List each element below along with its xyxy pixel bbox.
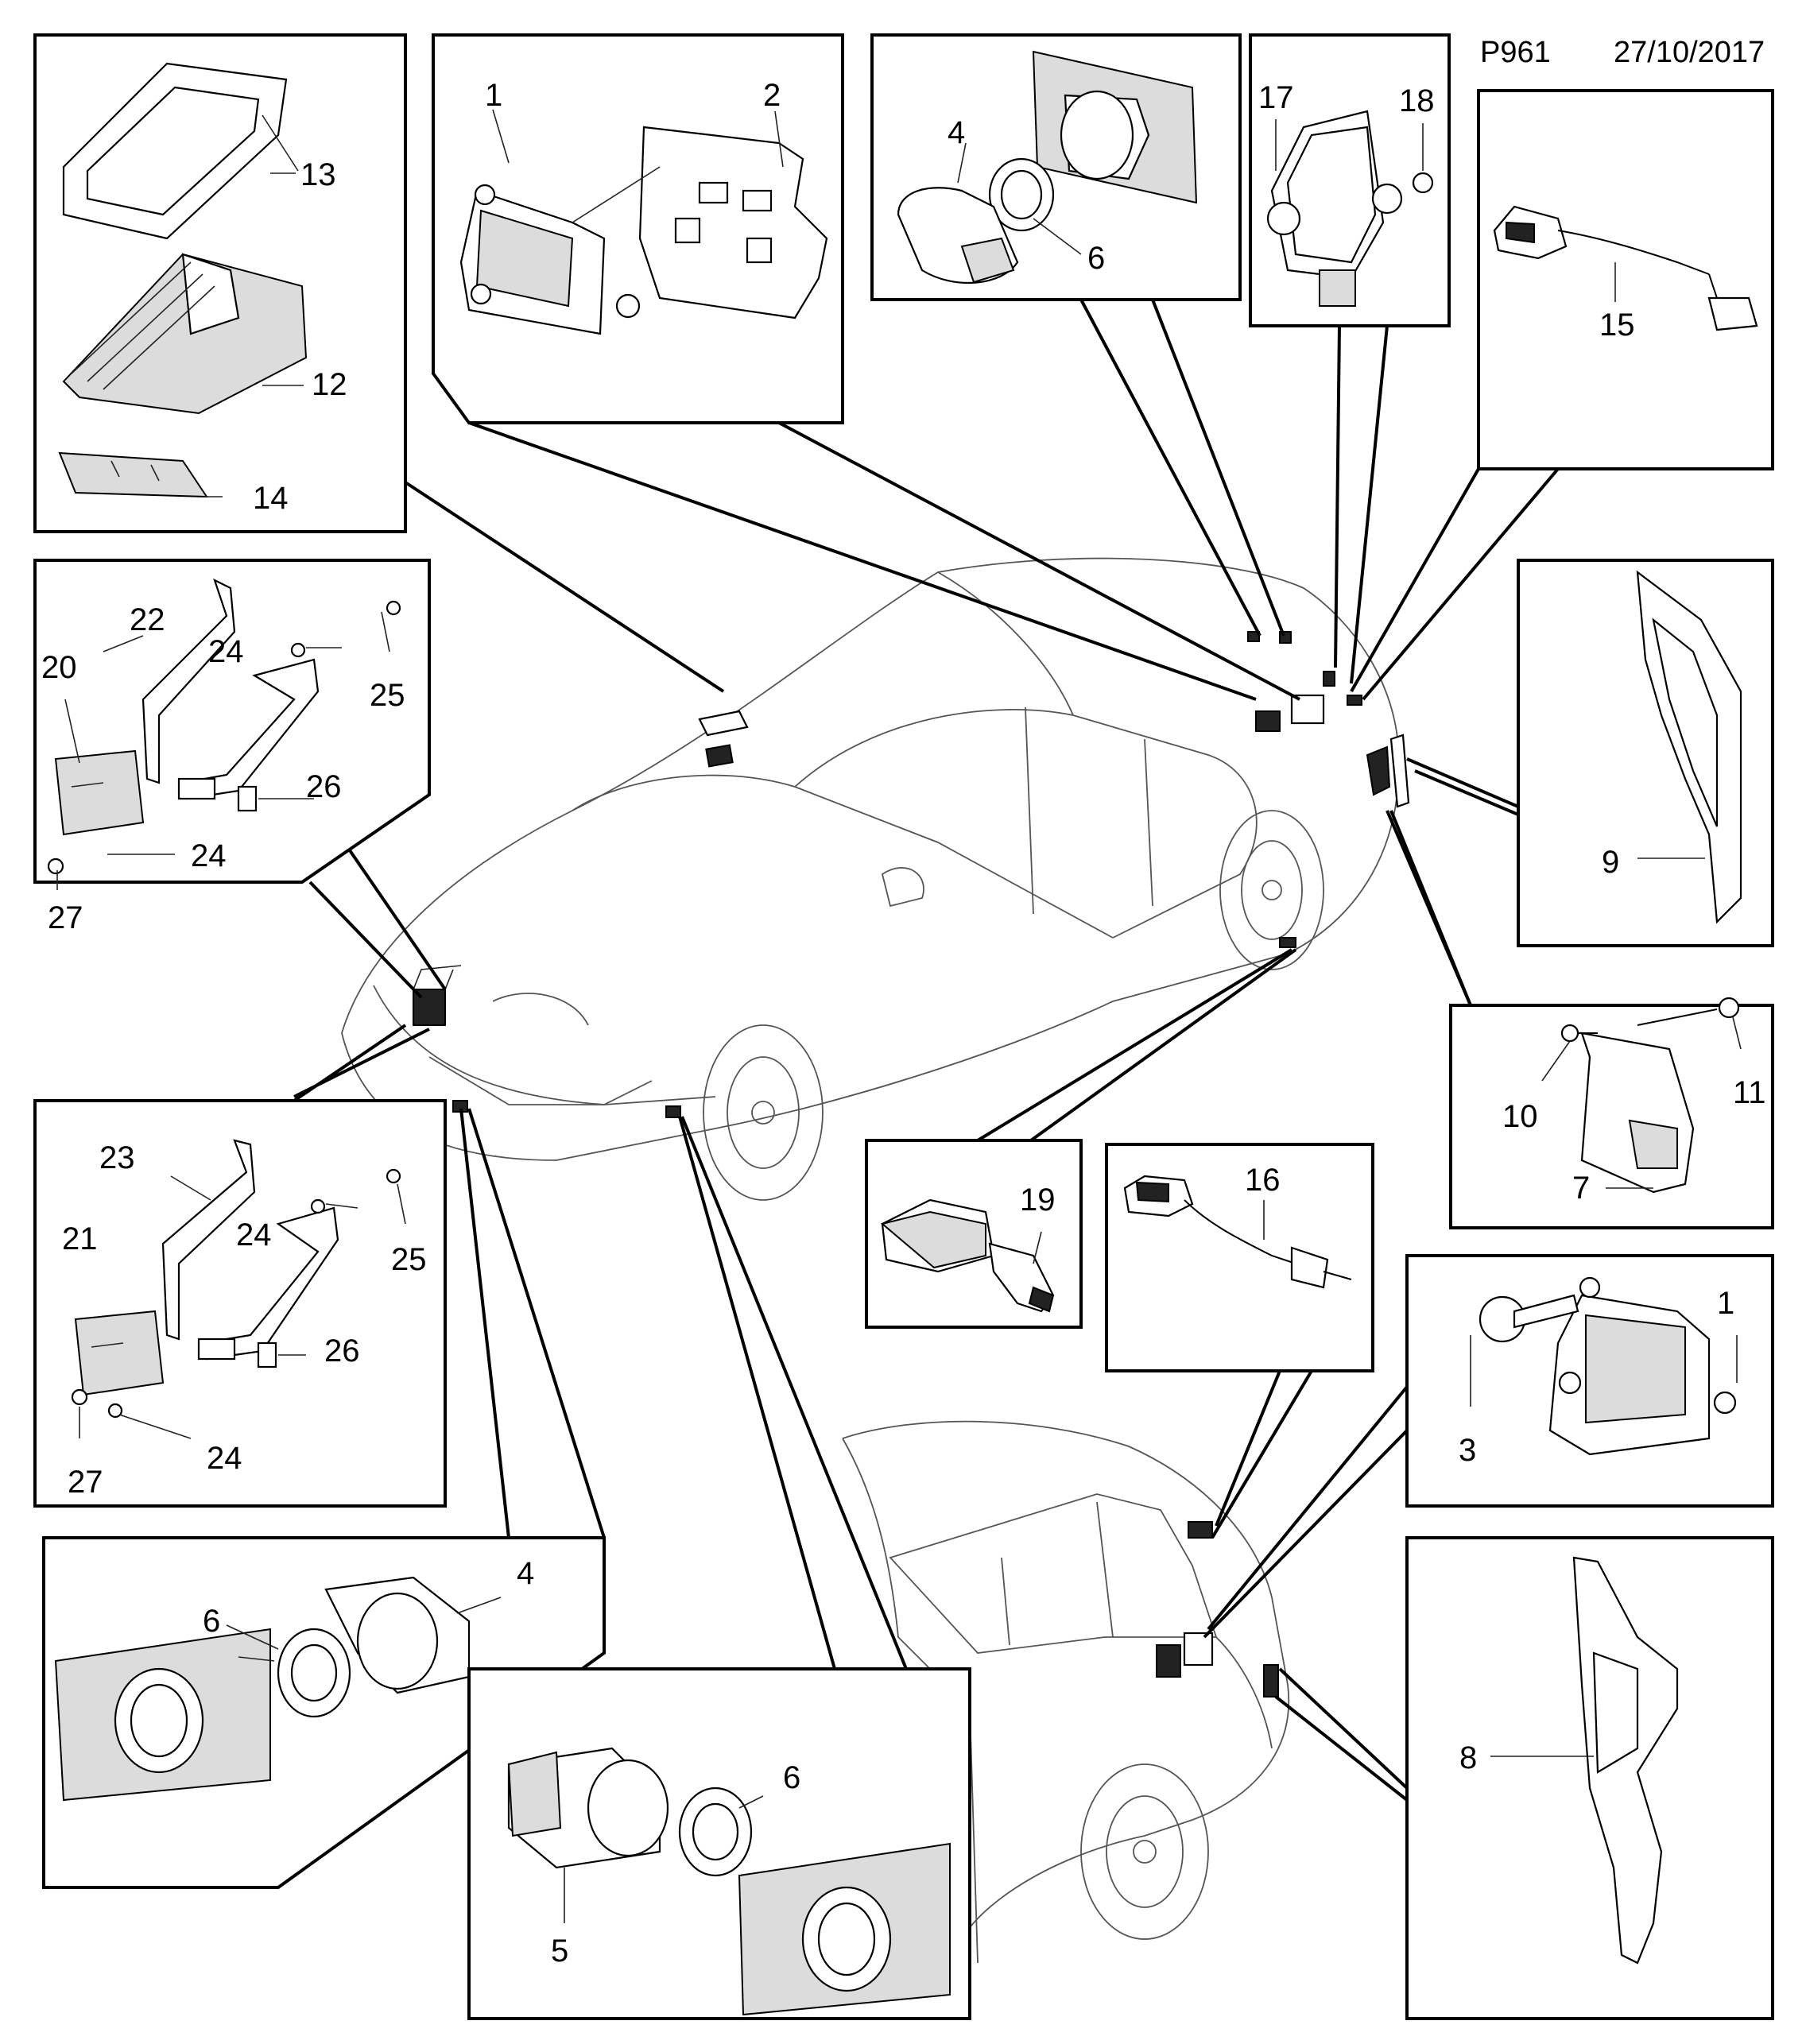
callout-7: 7 <box>1572 1171 1590 1206</box>
callout-13: 13 <box>300 157 336 192</box>
panel-6-5-lower <box>467 1667 971 2020</box>
callout-26-lower: 26 <box>324 1334 360 1368</box>
panel-9 <box>1517 559 1774 947</box>
callout-14: 14 <box>253 481 289 516</box>
callout-24-lower-b: 24 <box>207 1441 242 1476</box>
callout-2: 2 <box>763 78 781 113</box>
callout-8: 8 <box>1459 1740 1477 1775</box>
callout-10: 10 <box>1502 1099 1538 1134</box>
panel-13-12-14 <box>33 33 407 533</box>
panel-17-18 <box>1249 33 1451 327</box>
callout-20: 20 <box>41 650 77 685</box>
callout-16: 16 <box>1245 1163 1281 1198</box>
callout-4-lower: 4 <box>517 1556 534 1591</box>
callout-11: 11 <box>1733 1075 1766 1110</box>
panel-15 <box>1477 89 1774 470</box>
panel-bracket-upper <box>33 559 431 890</box>
on-car-markers <box>413 631 1410 1698</box>
panel-1-2 <box>432 33 844 424</box>
callout-15: 15 <box>1599 308 1635 343</box>
callout-4-top: 4 <box>948 115 965 150</box>
callout-12: 12 <box>312 367 347 402</box>
callout-21: 21 <box>62 1221 98 1256</box>
callout-6-lower-mid: 6 <box>783 1760 800 1795</box>
callout-22: 22 <box>130 602 165 637</box>
callout-23: 23 <box>99 1140 135 1175</box>
panel-4-6-top <box>870 33 1242 301</box>
callout-25-lower: 25 <box>391 1242 427 1277</box>
callout-27-upper: 27 <box>48 900 83 935</box>
callout-24-lower-a: 24 <box>236 1217 272 1252</box>
panel-19 <box>865 1139 1083 1329</box>
panel-8 <box>1405 1536 1774 2020</box>
diagram-code: P961 <box>1480 36 1551 69</box>
callout-6-top: 6 <box>1087 241 1105 276</box>
callout-9: 9 <box>1602 845 1619 880</box>
callout-19: 19 <box>1020 1183 1056 1217</box>
panel-10-11-7 <box>1449 997 1774 1229</box>
panel-16 <box>1105 1143 1374 1372</box>
sedan-illustration <box>341 557 1400 1201</box>
callout-1-top: 1 <box>485 78 502 113</box>
diagram-date: 27/10/2017 <box>1614 36 1765 69</box>
callout-17: 17 <box>1258 80 1294 115</box>
panel-1-3 <box>1405 1254 1774 1508</box>
wagon-illustration <box>842 1420 1290 1964</box>
callout-18: 18 <box>1399 83 1435 118</box>
leader-lines <box>293 299 1560 1802</box>
callout-3: 3 <box>1459 1433 1476 1468</box>
callout-6-lower-left: 6 <box>203 1604 220 1639</box>
callout-24-upper-a: 24 <box>208 634 244 669</box>
callout-27-lower: 27 <box>68 1465 103 1500</box>
callout-5: 5 <box>551 1934 568 1969</box>
callout-26-upper: 26 <box>306 769 342 804</box>
panel-6-4-lower <box>42 1536 606 1889</box>
callout-24-upper-b: 24 <box>191 838 227 873</box>
panel-bracket-lower <box>33 1099 447 1508</box>
callout-1-lower: 1 <box>1717 1286 1734 1321</box>
callout-25-upper: 25 <box>370 678 405 713</box>
